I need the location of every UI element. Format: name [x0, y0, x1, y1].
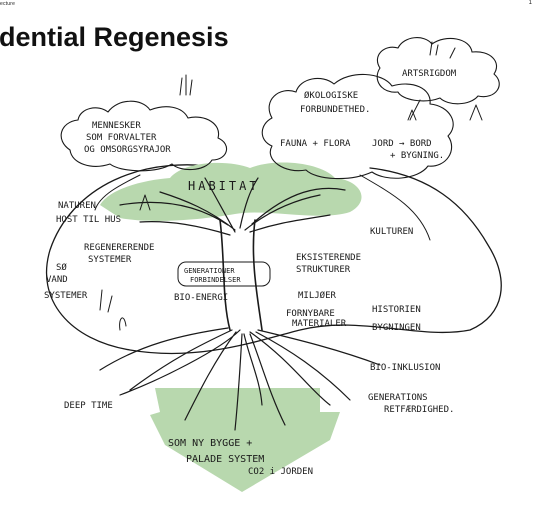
label-mennesker-2: SOM FORVALTER [86, 133, 157, 143]
plant-doodles [99, 41, 483, 331]
tree-trunk [219, 219, 263, 331]
label-som-ny-2: PALADE SYSTEM [186, 454, 264, 465]
outer-loop [45, 164, 502, 355]
connector-artsrigdom [409, 99, 421, 121]
label-vand-3: SYSTEMER [44, 291, 88, 301]
label-generations-2: RETFÆRDIGHED. [384, 405, 454, 415]
connector-right [359, 174, 431, 241]
page-title: dential Regenesis [0, 22, 229, 52]
label-kulturen: KULTUREN [370, 227, 413, 237]
label-mennesker-1: MENNESKER [92, 121, 141, 131]
cloud-artsrigdom [376, 37, 500, 105]
label-fornybare-1: FORNYBARE [286, 309, 335, 319]
label-fauna-flora: FAUNA + FLORA [280, 139, 351, 149]
label-jord-1: JORD → BORD [372, 139, 432, 149]
page-number: 1 [528, 0, 532, 6]
label-eksisterende-2: STRUKTURER [296, 265, 351, 275]
label-jord-2: + BYGNING. [390, 151, 444, 161]
tree-branches [119, 177, 346, 236]
cloud-mennesker [60, 100, 228, 172]
header-crumb: ecture [0, 1, 16, 7]
label-okologiske-1: ØKOLOGISKE [304, 90, 358, 101]
label-bio-inklusion: BIO-INKLUSION [370, 363, 440, 373]
label-artsrigdom: ARTSRIGDOM [402, 69, 457, 79]
label-historien-1: HISTORIEN [372, 305, 421, 315]
cloud-okologiske [261, 73, 454, 180]
label-mennesker-3: OG OMSORGSYRAJOR [84, 145, 171, 155]
connector-left [94, 174, 141, 211]
generationer-box [177, 261, 271, 287]
label-habitat: HABITAT [188, 179, 260, 193]
label-regenerative-1: REGENERERENDE [84, 243, 154, 253]
label-fornybare-2: MATERIALER [292, 319, 347, 329]
label-regenerative-2: SYSTEMER [88, 255, 132, 265]
label-generationer-2: FORBINDELSER [190, 276, 241, 284]
label-naturen-1: NATUREN [58, 201, 96, 211]
label-okologiske-2: FORBUNDETHED. [300, 105, 370, 115]
label-historien-2: BYGNINGEN [372, 323, 421, 333]
canopy-fill [100, 162, 362, 221]
label-som-ny-3: CO2 i JORDEN [248, 467, 313, 477]
tree-roots [99, 327, 381, 431]
label-miljoer: MILJØER [298, 290, 337, 301]
label-bio-energi: BIO-ENERGI [174, 293, 228, 303]
label-eksisterende-1: EKSISTERENDE [296, 253, 361, 263]
label-generations-1: GENERATIONS [368, 393, 428, 403]
label-vand-2: VAND [46, 275, 68, 285]
label-generationer-1: GENERATIONER [184, 267, 235, 275]
label-som-ny-1: SOM NY BYGGE + [168, 438, 252, 449]
bottom-arrow [150, 388, 340, 492]
label-naturen-2: HOST TIL HUS [56, 215, 121, 225]
label-vand-1: SØ [56, 262, 67, 273]
label-deep-time: DEEP TIME [64, 401, 113, 411]
